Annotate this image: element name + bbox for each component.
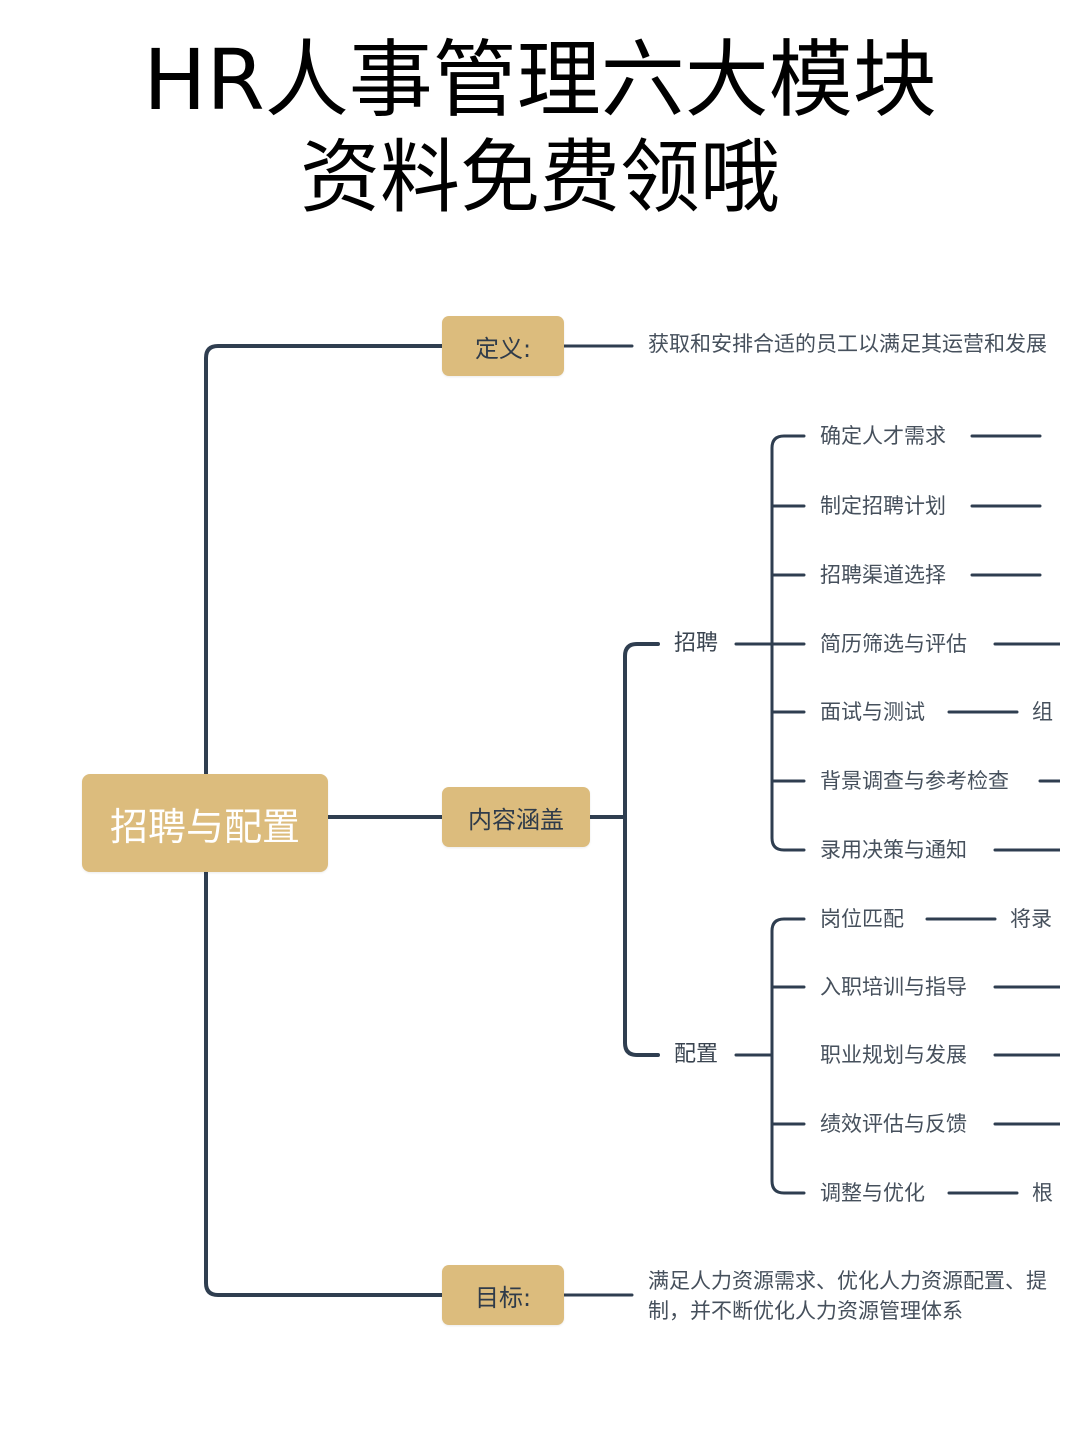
connector-content-recruit [623,642,660,819]
recruit-item-4: 简历筛选与评估 [820,632,967,656]
goal-node: 目标: [442,1265,564,1325]
goal-text-line2: 制，并不断优化人力资源管理体系 [648,1299,963,1323]
connector-placement-top [770,917,806,1057]
placement-item-1: 岗位匹配 [820,907,904,931]
connector-root-definition [204,344,444,776]
connector-recruit-bottom [770,642,806,852]
mind-map: 招聘与配置 定义: 获取和安排合适的员工以满足其运营和发展 内容涵盖 目标: 满… [60,300,1060,1380]
content-node: 内容涵盖 [442,787,590,847]
root-node: 招聘与配置 [82,774,328,872]
recruit-item-3: 招聘渠道选择 [820,563,946,587]
definition-text: 获取和安排合适的员工以满足其运营和发展 [648,332,1047,356]
page-subtitle: 资料免费领哦 [300,131,780,224]
recruit-item-7: 录用决策与通知 [820,838,967,862]
placement-item-3: 职业规划与发展 [820,1043,967,1067]
connector-root-goal [204,870,444,1297]
category-placement: 配置 [674,1042,719,1067]
connector-content-placement [623,815,660,1057]
goal-text-line1: 满足人力资源需求、优化人力资源配置、提 [648,1269,1047,1293]
connector-placement-bottom [770,1053,806,1195]
connector-lines [204,344,1060,1297]
goal-text: 满足人力资源需求、优化人力资源配置、提 制，并不断优化人力资源管理体系 [648,1266,1060,1326]
recruit-item-5: 面试与测试 [820,700,925,724]
definition-node: 定义: [442,316,564,376]
placement-item-4: 绩效评估与反馈 [820,1112,967,1136]
recruit-item-2: 制定招聘计划 [820,494,946,518]
placement-item-1-trail: 将录 [1010,907,1052,931]
recruit-item-6: 背景调查与参考检查 [820,769,1009,793]
placement-item-5-trail: 根 [1032,1181,1053,1205]
page-title: HR人事管理六大模块 [143,31,937,129]
recruit-item-5-trail: 组 [1032,700,1053,724]
recruit-item-1: 确定人才需求 [820,424,946,448]
placement-item-2: 入职培训与指导 [820,975,967,999]
placement-item-5: 调整与优化 [820,1181,925,1205]
category-recruit: 招聘 [674,631,719,656]
connector-recruit-top [770,434,806,646]
